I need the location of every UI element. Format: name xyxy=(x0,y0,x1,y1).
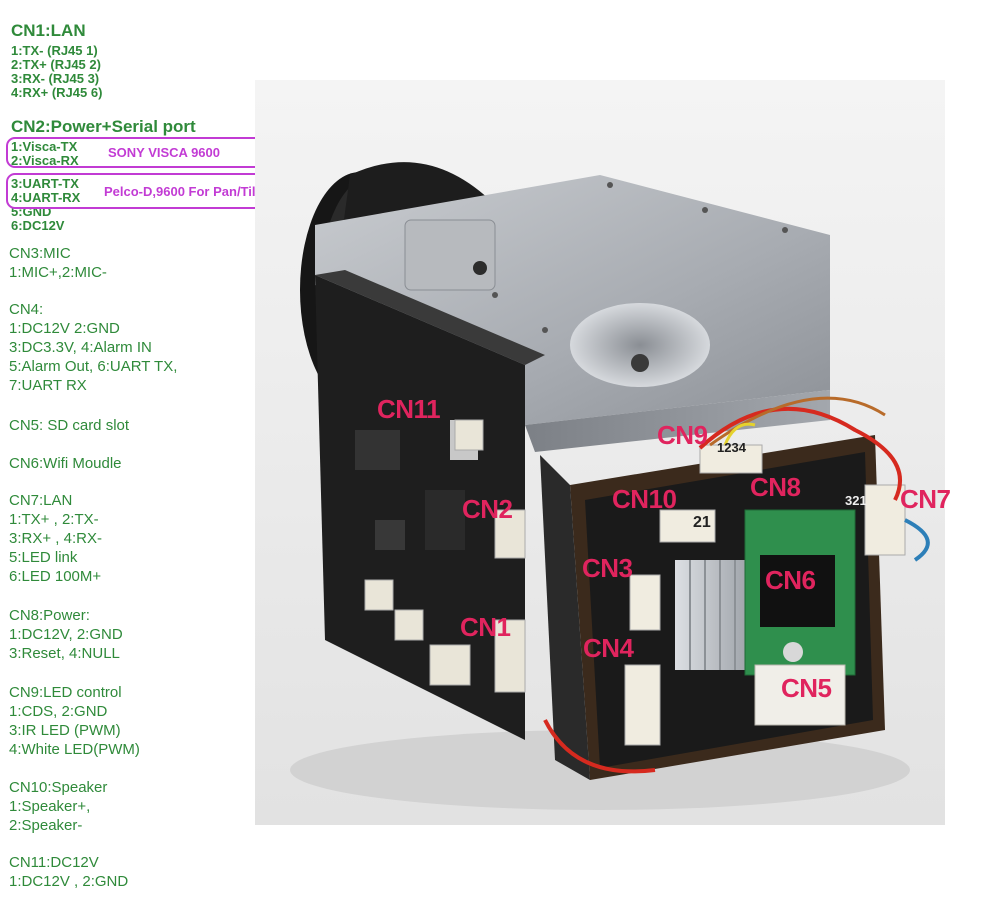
label-cn6: CN6 xyxy=(765,565,816,595)
cn4-section: CN4: 1:DC12V 2:GND 3:DC3.3V, 4:Alarm IN … xyxy=(9,300,177,395)
cn2-pin-4: 4:UART-RX xyxy=(11,190,81,205)
pinout-legend: CN1:LAN 1:TX- (RJ45 1) 2:TX+ (RJ45 2) 3:… xyxy=(0,0,300,900)
cn1-pin-1: 1:TX- (RJ45 1) xyxy=(11,43,98,58)
cn11-line-1: 1:DC12V , 2:GND xyxy=(9,873,129,890)
label-cn3: CN3 xyxy=(582,553,633,583)
cn2-pin-6: 6:DC12V xyxy=(11,218,65,233)
label-cn8: CN8 xyxy=(750,472,801,502)
cn3-pins: 1:MIC+,2:MIC- xyxy=(9,264,107,281)
cn9-pin-numbers: 1234 xyxy=(717,440,747,455)
camera-module-illustration: 1234 21 321 xyxy=(255,80,945,825)
cn3-title: CN3:MIC xyxy=(9,245,71,262)
cn6-title: CN6:Wifi Moudle xyxy=(9,455,122,472)
cn2-pin-3: 3:UART-TX xyxy=(11,176,79,191)
label-cn10: CN10 xyxy=(612,484,677,514)
cn10-section: CN10:Speaker 1:Speaker+, 2:Speaker- xyxy=(9,778,107,835)
cn7-line-1: 1:TX+ , 2:TX- xyxy=(9,511,99,528)
cn10-pin-numbers: 21 xyxy=(693,514,711,531)
cn10-title: CN10:Speaker xyxy=(9,779,108,796)
left-pcb xyxy=(315,270,545,740)
cn9-title: CN9:LED control xyxy=(9,684,122,701)
cn6-section: CN6:Wifi Moudle xyxy=(9,454,122,473)
cn7-line-3: 5:LED link xyxy=(9,549,78,566)
front-pcb-stack xyxy=(540,396,930,780)
cn11-title: CN11:DC12V xyxy=(9,854,99,871)
cn5-section: CN5: SD card slot xyxy=(9,416,129,435)
label-cn7: CN7 xyxy=(900,484,951,514)
cn7-line-2: 3:RX+ , 4:RX- xyxy=(9,530,102,547)
cn1-pin-3: 3:RX- (RJ45 3) xyxy=(11,71,100,86)
cn10-line-1: 1:Speaker+, xyxy=(9,798,91,815)
cn8-line-2: 3:Reset, 4:NULL xyxy=(9,645,120,662)
visca-callout-text: SONY VISCA 9600 xyxy=(108,145,220,160)
cn4-line-1: 1:DC12V 2:GND xyxy=(9,320,120,337)
cn9-line-3: 4:White LED(PWM) xyxy=(9,741,140,758)
cn4-title: CN4: xyxy=(9,301,44,318)
cn10-line-2: 2:Speaker- xyxy=(9,817,83,834)
cn3-section: CN3:MIC 1:MIC+,2:MIC- xyxy=(9,244,107,282)
camera-module-photo: 1234 21 321 xyxy=(255,80,945,825)
cn7-section: CN7:LAN 1:TX+ , 2:TX- 3:RX+ , 4:RX- 5:LE… xyxy=(9,491,102,586)
cn8-line-1: 1:DC12V, 2:GND xyxy=(9,626,123,643)
cn2-pin-2: 2:Visca-RX xyxy=(11,153,79,168)
cn7-line-4: 6:LED 100M+ xyxy=(9,568,102,585)
label-cn1: CN1 xyxy=(460,612,511,642)
cn8-title: CN8:Power: xyxy=(9,607,90,624)
cn9-section: CN9:LED control 1:CDS, 2:GND 3:IR LED (P… xyxy=(9,683,140,759)
label-cn2: CN2 xyxy=(462,494,513,524)
cn2-title: CN2:Power+Serial port xyxy=(11,117,196,136)
cn7-title: CN7:LAN xyxy=(9,492,73,509)
cn11-section: CN11:DC12V 1:DC12V , 2:GND xyxy=(9,853,128,891)
label-cn9: CN9 xyxy=(657,420,708,450)
cn5-title: CN5: SD card slot xyxy=(9,417,130,434)
cn4-line-4: 7:UART RX xyxy=(9,377,87,394)
pelco-callout: Pelco-D,9600 For Pan/Tilt xyxy=(6,173,286,209)
cn8-section: CN8:Power: 1:DC12V, 2:GND 3:Reset, 4:NUL… xyxy=(9,606,123,663)
cn4-line-2: 3:DC3.3V, 4:Alarm IN xyxy=(9,339,152,356)
cn4-line-3: 5:Alarm Out, 6:UART TX, xyxy=(9,358,178,375)
cn9-line-1: 1:CDS, 2:GND xyxy=(9,703,108,720)
cn1-title: CN1:LAN xyxy=(11,21,86,40)
cn1-pin-2: 2:TX+ (RJ45 2) xyxy=(11,57,101,72)
label-cn5: CN5 xyxy=(781,673,832,703)
cn7-pin-numbers: 321 xyxy=(845,493,867,508)
cn2-pin-1: 1:Visca-TX xyxy=(11,139,78,154)
visca-callout: SONY VISCA 9600 xyxy=(6,137,283,168)
label-cn11: CN11 xyxy=(377,394,441,424)
cn1-pin-4: 4:RX+ (RJ45 6) xyxy=(11,85,103,100)
cn9-line-2: 3:IR LED (PWM) xyxy=(9,722,121,739)
label-cn4: CN4 xyxy=(583,633,634,663)
pelco-callout-text: Pelco-D,9600 For Pan/Tilt xyxy=(104,183,260,199)
